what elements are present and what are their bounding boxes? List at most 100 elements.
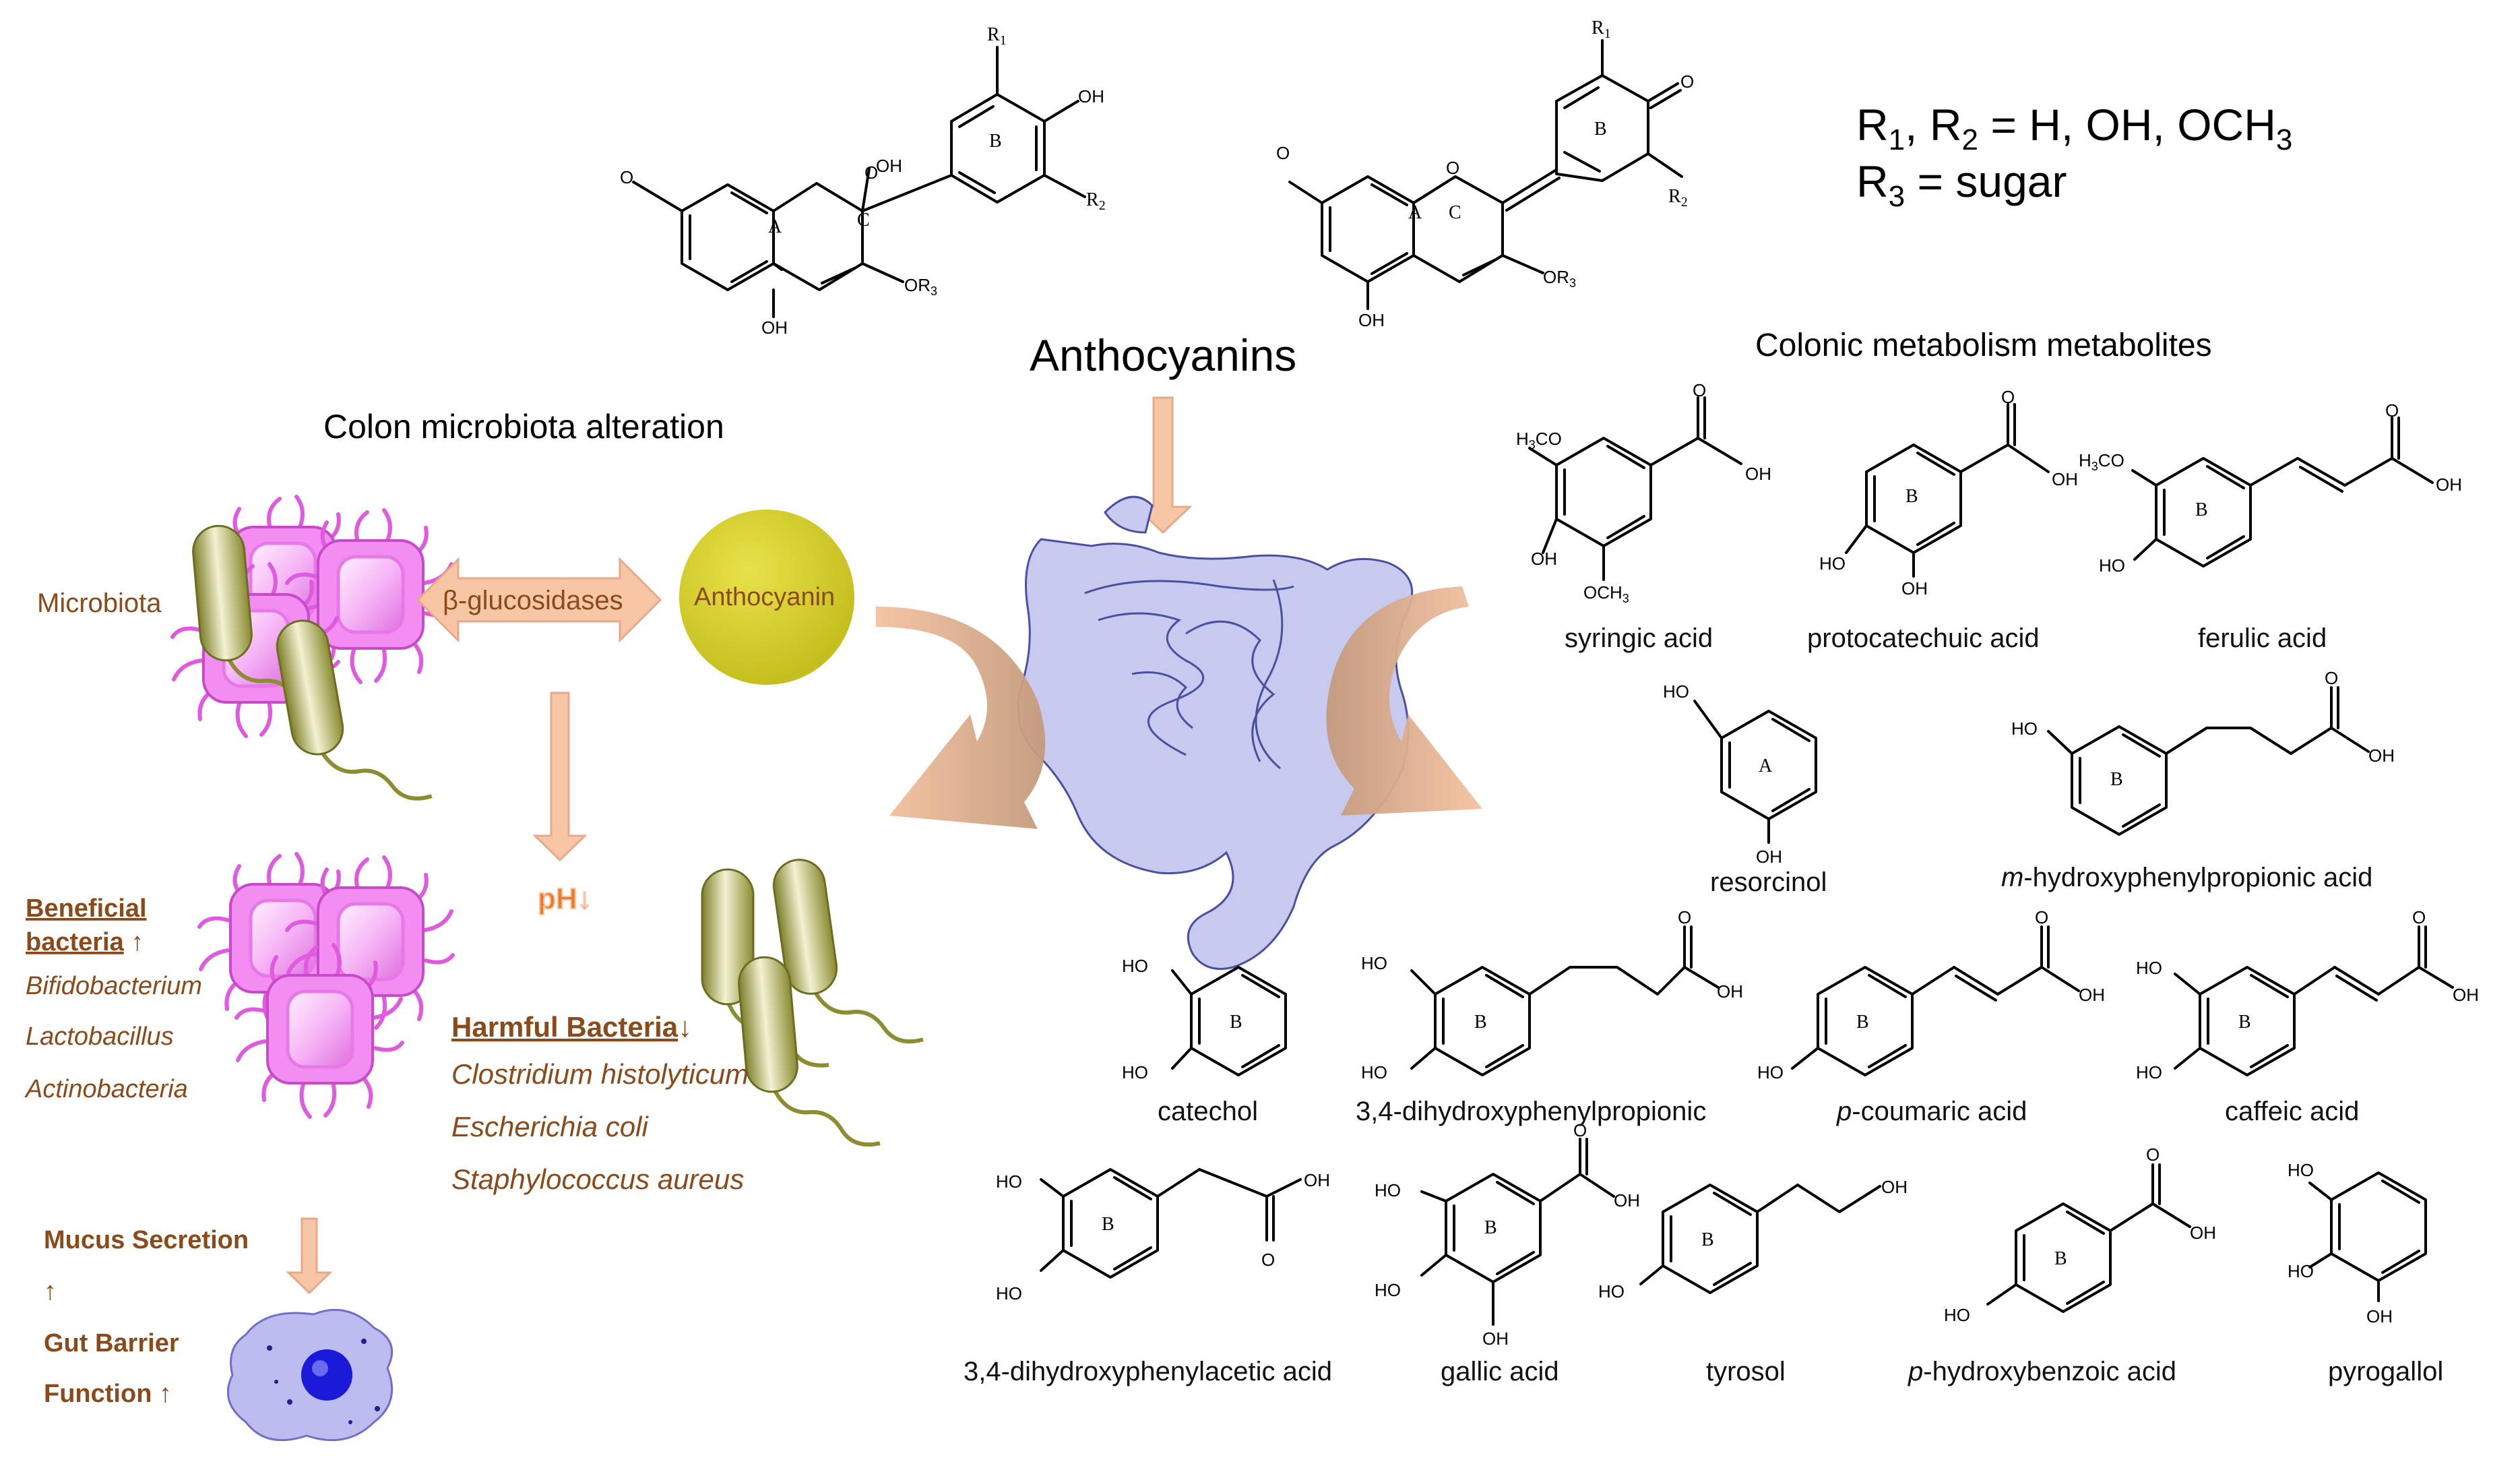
syringic-och3: OCH3 [1583, 582, 1629, 605]
mucus-line-3: Gut Barrier [44, 1329, 179, 1357]
ring-oxygen-2: O [1446, 158, 1459, 178]
pyrogallol-ho-2: HO [2288, 1261, 2314, 1281]
substituent-legend: R1, R2 = H, OH, OCH3 R3 = sugar [1856, 100, 2292, 213]
gallic-oh: OH [1482, 1328, 1509, 1349]
dhpa-ho-2: HO [996, 1283, 1022, 1304]
microbiota-label: Microbiota [37, 588, 162, 618]
b-ring-oh: OH [1078, 86, 1104, 106]
caption-dhpa: 3,4-dihydroxyphenylacetic acid [964, 1357, 1332, 1386]
m-hydroxyphenylpropionic-structure: B HO O OH [2011, 668, 2395, 836]
enzyme-label: β-glucosidases [443, 586, 623, 615]
caption-pcoumaric: p-coumaric acid [1836, 1097, 2027, 1126]
dhpa-oh: OH [1304, 1170, 1330, 1190]
double-arrow-enzyme: β-glucosidases [416, 557, 662, 643]
or3-label: OR3 [904, 275, 937, 298]
dhpp-ho: HO [1361, 953, 1387, 973]
protocatechuic-acid-structure: B O OH HO OH [1819, 387, 2078, 599]
ph-decrease-label: pH↓ [538, 882, 592, 915]
caption-caffeic: caffeic acid [2225, 1097, 2359, 1126]
down-arrow-mucus [286, 1217, 333, 1295]
dhpa-ho: HO [996, 1171, 1022, 1192]
anthocyanin-bubble-label: Anthocyanin [694, 583, 835, 611]
harmful-item-1: Clostridium histolyticum [451, 1058, 749, 1090]
resorcinol-ho: HO [1663, 681, 1689, 702]
gallic-ho-2: HO [1375, 1280, 1401, 1300]
pcoumaric-o: O [2035, 907, 2048, 927]
tyrosol-structure: B HO OH [1598, 1177, 1908, 1302]
ring-b-label: B [989, 131, 1002, 152]
ring-b-label-2: B [1594, 119, 1607, 140]
protocatechuic-ring-b: B [1905, 486, 1918, 507]
ferulic-ho: HO [2099, 555, 2125, 576]
phb-o: O [2146, 1144, 2160, 1165]
dhpa-structure: B HO HO OH O [996, 1168, 1330, 1304]
harmful-bacteria-list: Harmful Bacteria↓ Clostridium histolytic… [451, 1011, 749, 1195]
mhpp-oh: OH [2368, 745, 2395, 766]
dhpp-o: O [1678, 907, 1691, 927]
ferulic-oh: OH [2436, 475, 2462, 495]
a-ring-oh: OH [761, 317, 788, 338]
caffeic-oh: OH [2453, 985, 2479, 1005]
catechol-ho-2: HO [1122, 1062, 1148, 1082]
pcoumaric-oh: OH [2079, 985, 2105, 1005]
beneficial-item-1: Bifidobacterium [26, 972, 202, 1000]
caption-gallic: gallic acid [1441, 1357, 1559, 1386]
a-ring-o-2: O [1276, 143, 1290, 163]
protocatechuic-o: O [2001, 387, 2015, 407]
r2-label: R2 [1086, 189, 1106, 213]
syringic-h3co: H3CO [1516, 429, 1562, 452]
ferulic-o: O [2385, 400, 2399, 421]
harmful-bacteria-cluster [702, 846, 923, 1155]
pcoumaric-ho: HO [1757, 1062, 1784, 1082]
tyrosol-ring-b: B [1701, 1229, 1714, 1250]
left-heading: Colon microbiota alteration [323, 408, 724, 446]
dhpp-oh: OH [1717, 981, 1743, 1002]
caption-protocatechuic: protocatechuic acid [1807, 623, 2040, 653]
harmful-heading: Harmful Bacteria↓ [451, 1011, 692, 1043]
dhpp-ho-2: HO [1361, 1062, 1387, 1082]
phb-oh: OH [2190, 1223, 2216, 1243]
mhpp-o: O [2325, 668, 2338, 688]
gallic-ho: HO [1375, 1180, 1401, 1200]
microbiota-cluster [172, 497, 453, 818]
ferulic-h3co: H3CO [2079, 450, 2124, 473]
beneficial-bacteria-cluster [199, 854, 453, 1117]
mhpp-ring-b: B [2110, 769, 2123, 790]
mucus-line-4: Function ↑ [44, 1380, 172, 1408]
ring-c-label: C [857, 210, 870, 231]
dhpa-o: O [1261, 1250, 1275, 1270]
right-heading: Colonic metabolism metabolites [1755, 328, 2212, 363]
beneficial-bacteria-list: Beneficial bacteria ↑ Bifidobacterium La… [24, 894, 202, 1103]
syringic-oh-2: OH [1531, 549, 1557, 569]
pyrogallol-oh: OH [2366, 1306, 2393, 1326]
protocatechuic-ho: HO [1819, 553, 1846, 574]
mhpp-ho: HO [2011, 718, 2038, 739]
flavylium-hemiketal-structure: A C B O OH OH O OH R1 R2 OR3 [620, 24, 1106, 338]
hemiketal-oh: OH [876, 156, 902, 176]
p-hydroxybenzoic-structure: B HO O OH [1944, 1144, 2216, 1325]
pcoumaric-ring-b: B [1856, 1012, 1869, 1033]
gallic-o: O [1573, 1120, 1587, 1140]
pyrogallol-ho: HO [2288, 1160, 2314, 1180]
mucus-line-1: Mucus Secretion [44, 1226, 249, 1254]
or3-label-2: OR3 [1543, 267, 1576, 290]
syringic-oh: OH [1745, 464, 1771, 484]
caption-dhpp: 3,4-dihydroxyphenylpropionic [1356, 1097, 1706, 1126]
caption-phb: p-hydroxybenzoic acid [1908, 1357, 2176, 1386]
r1-label: R1 [987, 24, 1007, 48]
substituent-line-2: R3 = sugar [1856, 156, 2067, 213]
caffeic-ring-b: B [2238, 1012, 2251, 1033]
gallic-acid-structure: B HO HO OH O OH [1375, 1120, 1640, 1349]
caption-mhpp: m-hydroxyphenylpropionic acid [2001, 863, 2372, 892]
caption-resorcinol: resorcinol [1710, 867, 1827, 897]
beneficial-heading-2: bacteria ↑ [26, 928, 144, 956]
tyrosol-ho: HO [1598, 1281, 1625, 1302]
curved-arrow-right [1326, 586, 1482, 816]
caffeic-ho-2: HO [2136, 1062, 2162, 1082]
mucus-line-2: ↑ [44, 1277, 57, 1306]
beneficial-item-2: Lactobacillus [26, 1022, 174, 1051]
ring-c-label-2: C [1449, 202, 1461, 223]
ferulic-ring-b: B [2195, 499, 2208, 520]
ferulic-acid-structure: B O OH H3CO HO [2079, 400, 2462, 576]
